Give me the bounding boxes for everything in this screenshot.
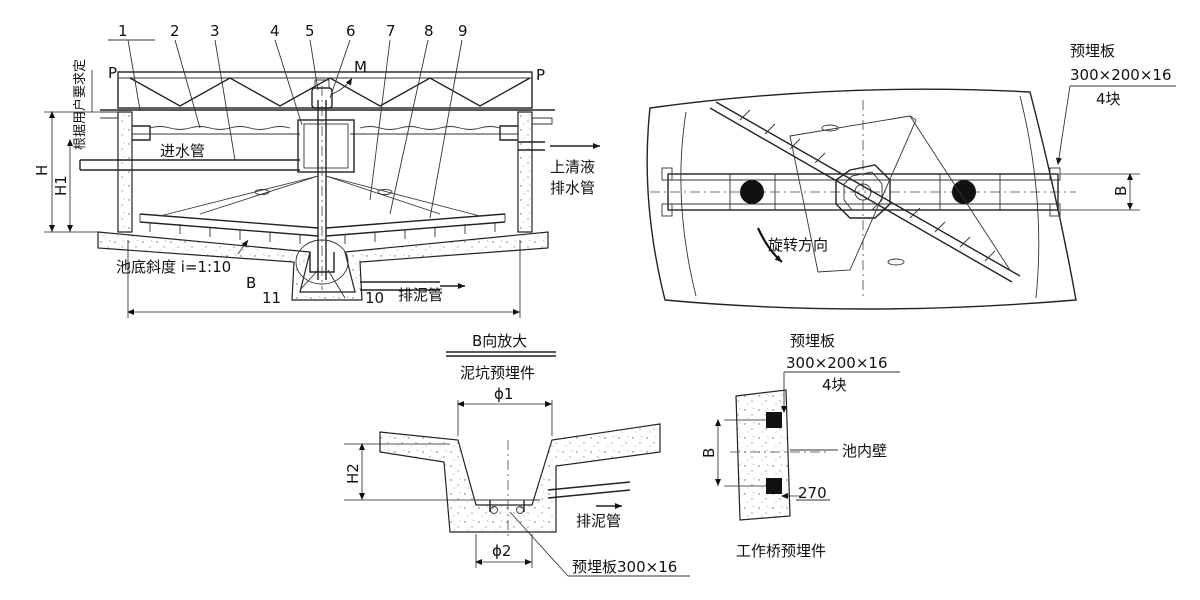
part-7: 7 <box>386 22 396 40</box>
dim-h: H <box>33 165 51 176</box>
outlet-pipe-label-1: 上清液 <box>550 158 595 176</box>
inner-wall-label: 池内壁 <box>842 442 887 460</box>
motor-label: M <box>354 58 367 76</box>
plan-dim-b: B <box>1112 186 1130 196</box>
plan-circle-right <box>952 180 976 204</box>
plan-plate-line3: 4块 <box>1096 90 1121 108</box>
part-2: 2 <box>170 22 180 40</box>
plan-circle-left <box>740 180 764 204</box>
p-label-left: P <box>108 64 117 82</box>
detail-b-title-2: 泥坑预埋件 <box>460 364 535 382</box>
h2-label: H2 <box>344 463 362 484</box>
part-1: 1 <box>118 22 128 40</box>
part-11: 11 <box>262 289 281 307</box>
phi2-label: ϕ2 <box>492 542 511 560</box>
rotation-arrow <box>756 227 783 263</box>
pit-sludge-pipe-label: 排泥管 <box>576 512 621 530</box>
part-10: 10 <box>365 289 384 307</box>
plan-center <box>835 100 891 300</box>
dim-270: 270 <box>798 484 827 502</box>
bridge-truss <box>100 71 555 111</box>
bridge-detail: 预埋板 300×200×16 4块 池内壁 B 270 工作桥预埋件 <box>700 332 900 560</box>
plan-bridge <box>661 167 1061 217</box>
pit-concrete <box>379 423 661 533</box>
view-b-label: B <box>246 274 256 292</box>
rotation-label: 旋转方向 <box>768 236 828 254</box>
part-8: 8 <box>424 22 434 40</box>
inlet-pipe <box>79 159 300 171</box>
plan-outline <box>646 88 1077 310</box>
user-note: 根据用户要求定 <box>72 59 88 150</box>
phi1-label: ϕ1 <box>494 385 513 403</box>
bridge-plate-line1: 预埋板 <box>790 332 835 350</box>
part-5: 5 <box>305 22 315 40</box>
wall-section <box>735 389 791 521</box>
outlet-pipe-label-2: 排水管 <box>550 179 595 197</box>
part-9: 9 <box>458 22 468 40</box>
bridge-plate-line3: 4块 <box>822 376 847 394</box>
scraper-arms <box>139 175 506 244</box>
detail-b: B向放大 泥坑预埋件 ϕ1 ϕ2 H2 排泥管 预埋板300×16 <box>344 332 690 577</box>
section-view: 1 2 3 4 5 6 7 8 9 10 11 P P M 根据用户要求定 进水… <box>33 22 600 318</box>
central-drum <box>297 86 355 290</box>
section-dimensions <box>44 70 521 318</box>
embed-plate-top <box>766 412 782 428</box>
slope-label: 池底斜度 i=1:10 <box>116 258 231 276</box>
part-6: 6 <box>346 22 356 40</box>
dim-h1: H1 <box>52 175 70 196</box>
part-leaders <box>108 39 463 299</box>
bridge-plate-line2: 300×200×16 <box>786 354 887 372</box>
plan-plate-line2: 300×200×16 <box>1070 66 1171 84</box>
part-4: 4 <box>270 22 280 40</box>
plan-plate-line1: 预埋板 <box>1070 42 1115 60</box>
outlet-pipe <box>518 141 600 151</box>
embed-plate-bottom <box>766 478 782 494</box>
bridge-dim-b: B <box>700 448 718 458</box>
plan-arms <box>709 101 1021 283</box>
drive-motor <box>311 77 353 109</box>
inlet-pipe-label: 进水管 <box>160 142 205 160</box>
detail-b-title-1: B向放大 <box>472 332 527 350</box>
plan-view: 预埋板 300×200×16 4块 旋转方向 B <box>646 42 1176 310</box>
sludge-pipe-label: 排泥管 <box>398 286 443 304</box>
sludge-pit <box>295 239 465 291</box>
p-label-right: P <box>536 66 545 84</box>
bridge-caption: 工作桥预埋件 <box>736 542 826 560</box>
pit-plate-label: 预埋板300×16 <box>572 558 677 576</box>
part-3: 3 <box>210 22 220 40</box>
tank-bottom <box>97 231 549 301</box>
